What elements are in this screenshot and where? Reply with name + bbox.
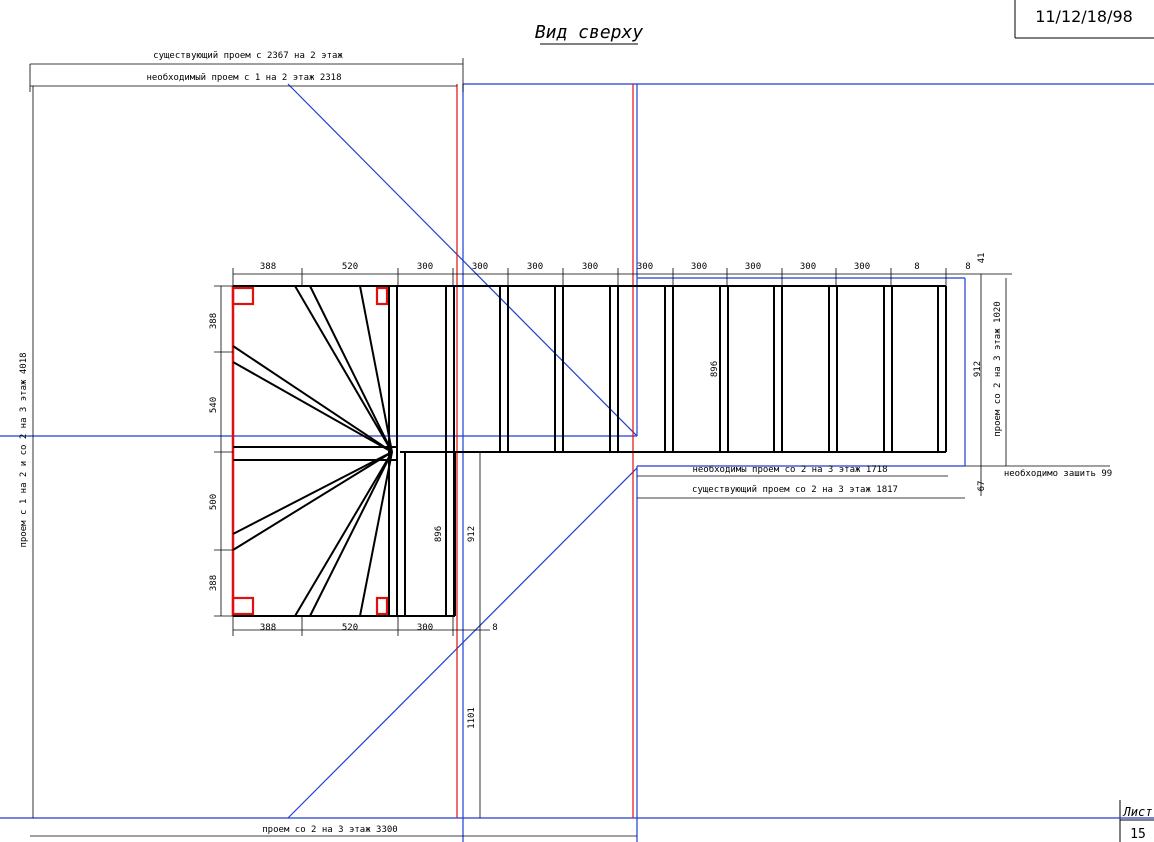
dim-top-7: 300 <box>691 262 707 272</box>
dim-top-1: 520 <box>342 262 358 272</box>
dim-bottom-1: 520 <box>342 623 358 633</box>
winder-line <box>309 285 393 453</box>
dim-left-2: 500 <box>209 494 219 510</box>
dim-912-lower: 912 <box>467 526 477 542</box>
dim-896-bottom: 896 <box>434 526 444 542</box>
winder-line <box>232 451 393 535</box>
opening-outlines <box>0 83 1154 842</box>
dim-top-12: 8 <box>965 262 970 272</box>
dim-912-right: 912 <box>973 361 983 377</box>
dim-top-8: 300 <box>745 262 761 272</box>
inner-dimensions: 896 896 912 912 1101 67 <box>434 361 987 729</box>
winder-line <box>294 451 393 617</box>
sheet-number: 15 <box>1130 827 1146 842</box>
top-dimensions: 388 520 300 300 300 300 300 300 300 300 … <box>260 253 987 272</box>
dim-top-4: 300 <box>527 262 543 272</box>
winder-line <box>359 451 393 617</box>
dim-left-1: 540 <box>209 397 219 413</box>
winder-line <box>309 451 393 617</box>
dim-top-2: 300 <box>417 262 433 272</box>
label-needed-2-3: необходимы проем со 2 на 3 этаж 1718 <box>692 464 887 475</box>
label-opening-bottom: проем со 2 на 3 этаж 3300 <box>262 825 397 835</box>
dim-bottom-0: 388 <box>260 623 276 633</box>
label-needed-1-2: необходимый проем с 1 на 2 этаж 2318 <box>146 72 341 83</box>
dim-896-top: 896 <box>710 361 720 377</box>
dim-bottom-3: 8 <box>492 623 497 633</box>
dim-left-3: 388 <box>209 575 219 591</box>
dim-top-0: 388 <box>260 262 276 272</box>
dim-67: 67 <box>977 481 987 492</box>
dim-top-9: 300 <box>800 262 816 272</box>
label-sew-up: необходимо зашить 99 <box>1004 468 1112 479</box>
dim-top-41: 41 <box>977 253 987 264</box>
winder-line <box>359 285 393 453</box>
label-opening-vertical: проем с 1 на 2 и со 2 на 3 этаж 4018 <box>19 352 29 547</box>
dim-left-0: 388 <box>209 313 219 329</box>
stair-structure <box>232 285 947 617</box>
winder-line <box>232 345 393 453</box>
dim-bottom-2: 300 <box>417 623 433 633</box>
sheet-label: Лист <box>1123 805 1153 819</box>
title-block: 11/12/18/98 Вид сверху Лист 15 <box>535 0 1154 842</box>
winder-line <box>232 451 393 551</box>
winder-line <box>232 361 393 453</box>
dim-top-10: 300 <box>854 262 870 272</box>
winder-line <box>294 285 393 453</box>
dim-top-6: 300 <box>637 262 653 272</box>
drawing-code: 11/12/18/98 <box>1035 7 1133 26</box>
left-dimensions: 388 540 500 388 <box>209 313 219 591</box>
opening-labels: существующий проем с 2367 на 2 этаж необ… <box>19 51 1112 835</box>
dim-top-11: 8 <box>914 262 919 272</box>
label-existing-1-2: существующий проем с 2367 на 2 этаж <box>153 51 343 61</box>
label-existing-2-3: существующий проем со 2 на 3 этаж 1817 <box>692 485 898 495</box>
dim-top-5: 300 <box>582 262 598 272</box>
dim-top-3: 300 <box>472 262 488 272</box>
dim-1101: 1101 <box>467 707 477 729</box>
label-opening-2-3-vertical: проем со 2 на 3 этаж 1020 <box>993 301 1003 436</box>
bottom-dimensions: 388 520 300 8 <box>260 623 498 633</box>
drawing-title: Вид сверху <box>535 22 644 43</box>
dimension-lines <box>29 58 1110 837</box>
